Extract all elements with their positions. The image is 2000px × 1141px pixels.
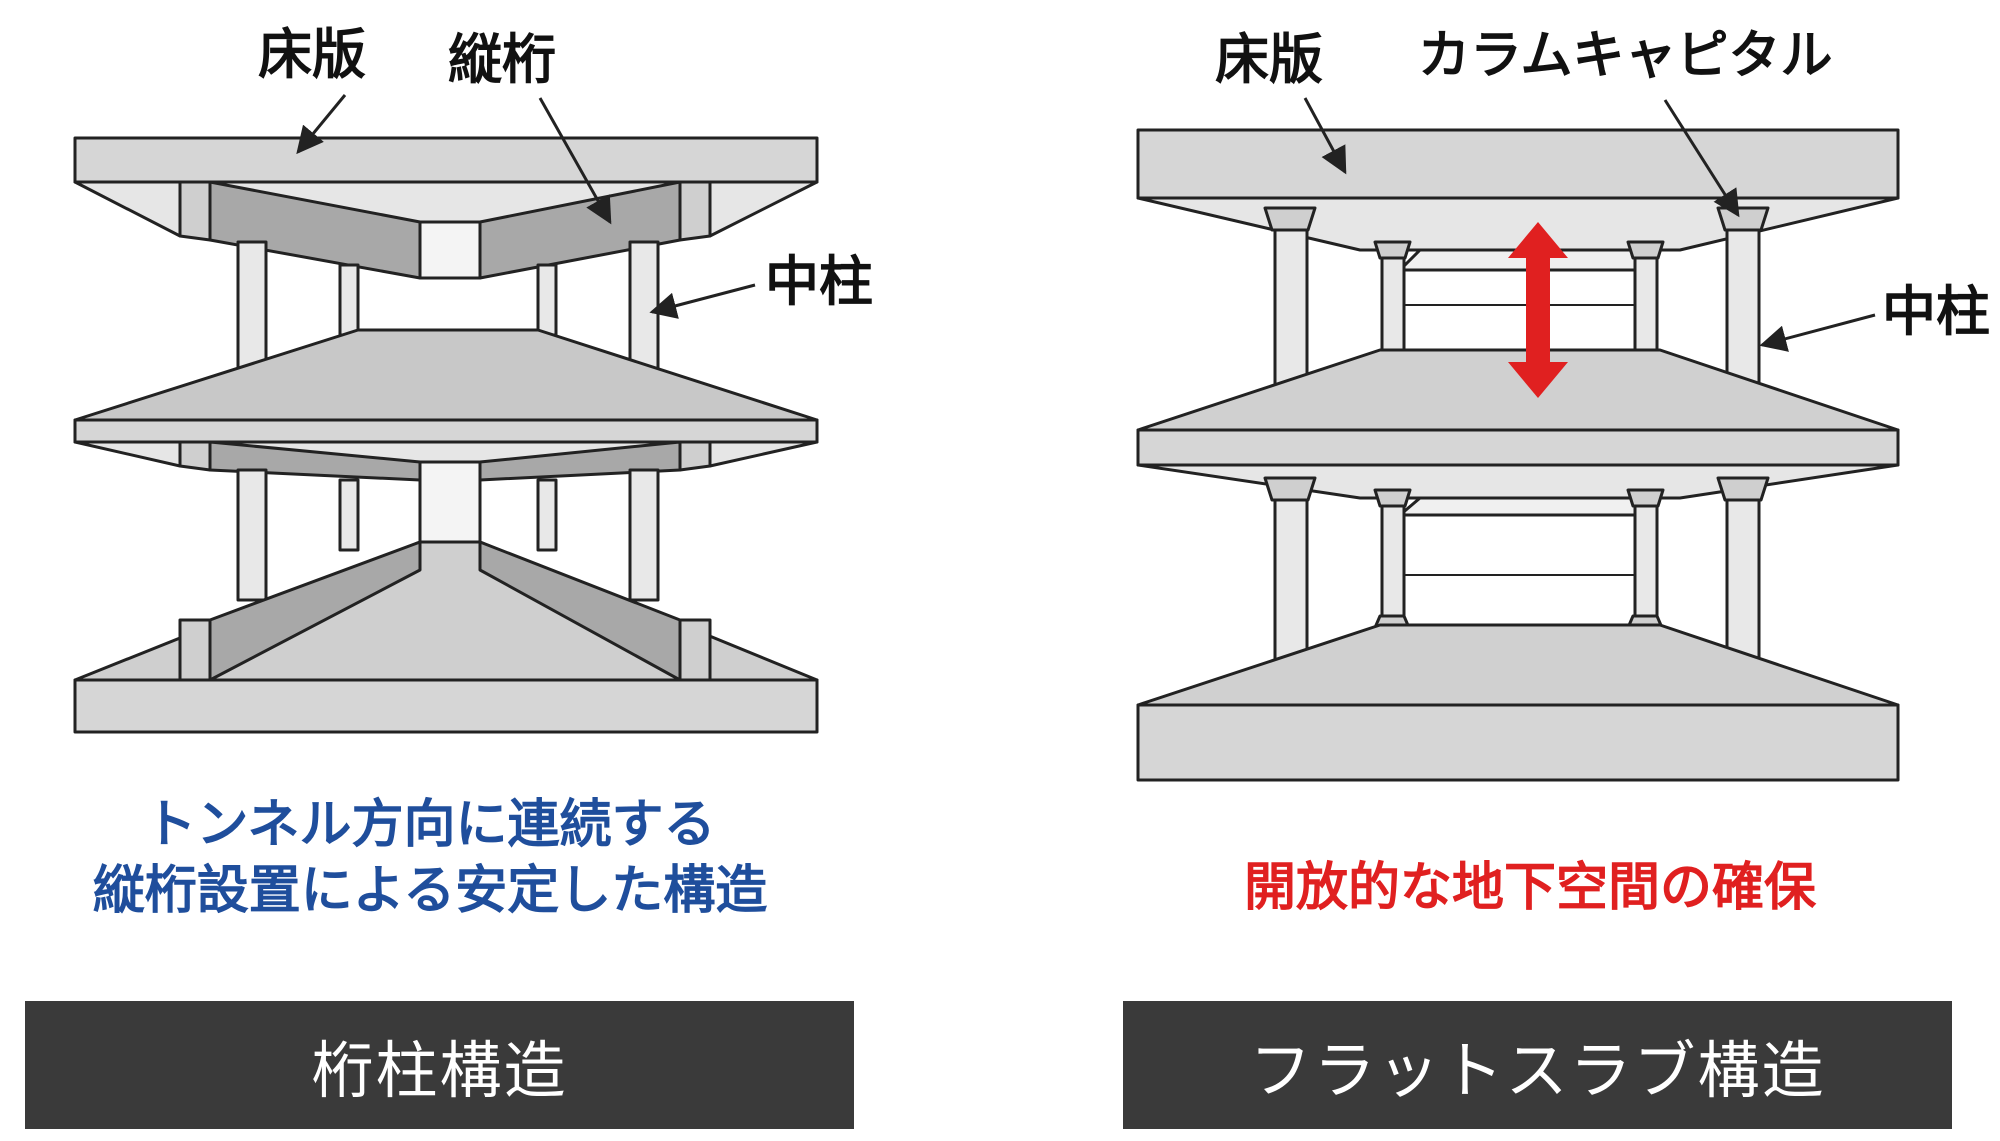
left-mid-floor xyxy=(73,328,819,422)
right-capital-1 xyxy=(1263,206,1317,232)
left-column-3 xyxy=(536,263,558,337)
left-label-girder: 縦桁 xyxy=(448,28,556,91)
left-bottom-slab xyxy=(73,678,819,734)
right-capital-4 xyxy=(1716,206,1770,232)
left-column-2 xyxy=(338,263,360,337)
left-top-slab xyxy=(73,136,819,184)
right-column-3 xyxy=(1633,256,1659,355)
right-column-1 xyxy=(1273,228,1309,402)
right-column-2 xyxy=(1380,256,1406,355)
right-bottom-floor xyxy=(1136,623,1900,707)
right-label-capital: カラムキャピタル xyxy=(1418,26,1832,86)
right-label-slab: 床版 xyxy=(1215,28,1323,91)
right-description: 開放的な地下空間の確保 xyxy=(1150,855,1910,921)
left-description: トンネル方向に連続する 縦桁設置による安定した構造 xyxy=(20,792,840,924)
left-description-line1: トンネル方向に連続する xyxy=(144,795,716,855)
left-label-column: 中柱 xyxy=(765,250,873,313)
left-column-1 xyxy=(236,240,268,384)
left-label-slab: 床版 xyxy=(258,23,366,86)
right-top-slab xyxy=(1136,128,1900,200)
right-caption-bar: フラットスラブ構造 xyxy=(1123,1001,1952,1129)
right-ceiling xyxy=(1136,196,1900,252)
right-label-column: 中柱 xyxy=(1882,280,1990,343)
open-space-arrow-icon xyxy=(1508,222,1568,398)
right-bottom-slab xyxy=(1136,703,1900,782)
right-caption-text: フラットスラブ構造 xyxy=(1249,1034,1826,1107)
right-mid-slab xyxy=(1136,428,1900,467)
right-column-4 xyxy=(1725,228,1761,402)
left-mid-slab xyxy=(73,418,819,444)
left-caption-text: 桁柱構造 xyxy=(311,1034,568,1107)
left-caption-bar: 桁柱構造 xyxy=(25,1001,854,1129)
girder-column-structure-drawing xyxy=(73,136,819,734)
left-description-line2: 縦桁設置による安定した構造 xyxy=(92,861,768,921)
right-description-text: 開放的な地下空間の確保 xyxy=(1243,858,1816,918)
flat-slab-structure-drawing xyxy=(1136,128,1900,782)
